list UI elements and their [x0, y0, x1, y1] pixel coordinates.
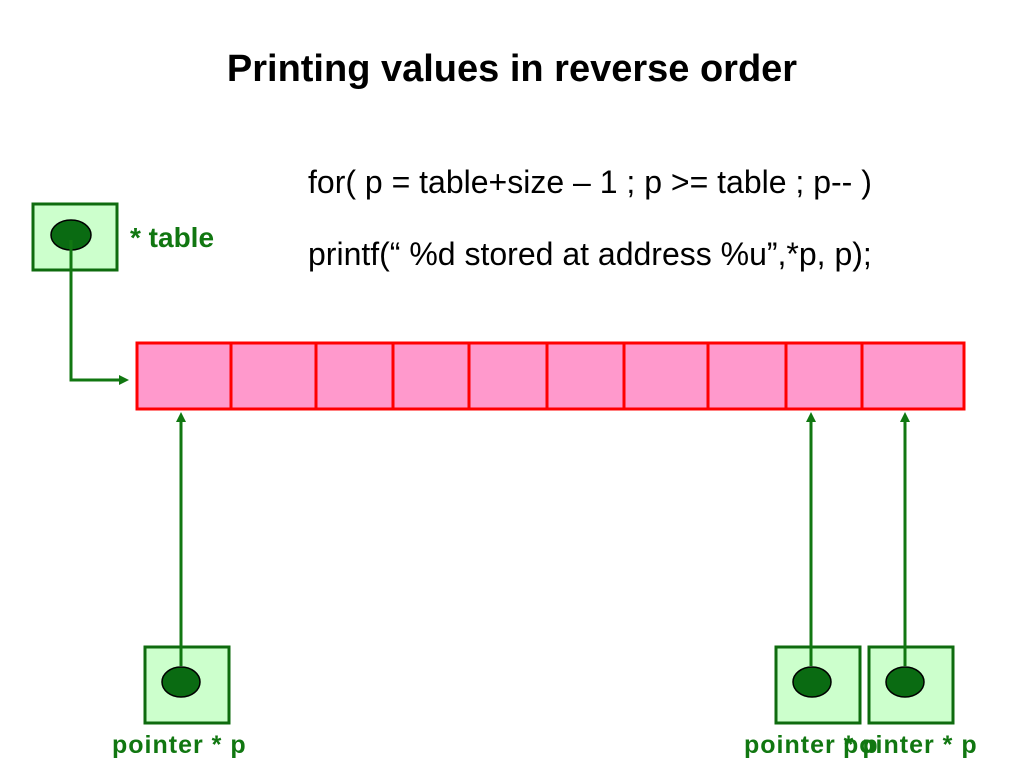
pointer-label-3: pointer * p: [843, 731, 978, 759]
array-cells: [135, 341, 966, 411]
table-pointer-label: * table: [130, 222, 215, 253]
code-line-printf: printf(“ %d stored at address %u”,*p, p)…: [308, 236, 872, 272]
table-pointer-box: [31, 202, 119, 272]
pointer-dot-icon: [792, 666, 832, 698]
array-outline: [135, 341, 966, 411]
pointer-box-2: [774, 645, 862, 725]
pointer-dot-icon: [885, 666, 925, 698]
pointer-dot-icon: [161, 666, 201, 698]
code-line-for-loop: for( p = table+size – 1 ; p >= table ; p…: [308, 164, 872, 200]
pointer-label-1: pointer * p: [112, 731, 247, 759]
table-pointer-arrow: [69, 240, 129, 385]
pointer-label-2: pointer * p: [744, 731, 879, 759]
slide-title: Printing values in reverse order: [226, 48, 798, 90]
pointer-box-3: [867, 645, 955, 725]
pointer-box-1: [143, 645, 231, 725]
